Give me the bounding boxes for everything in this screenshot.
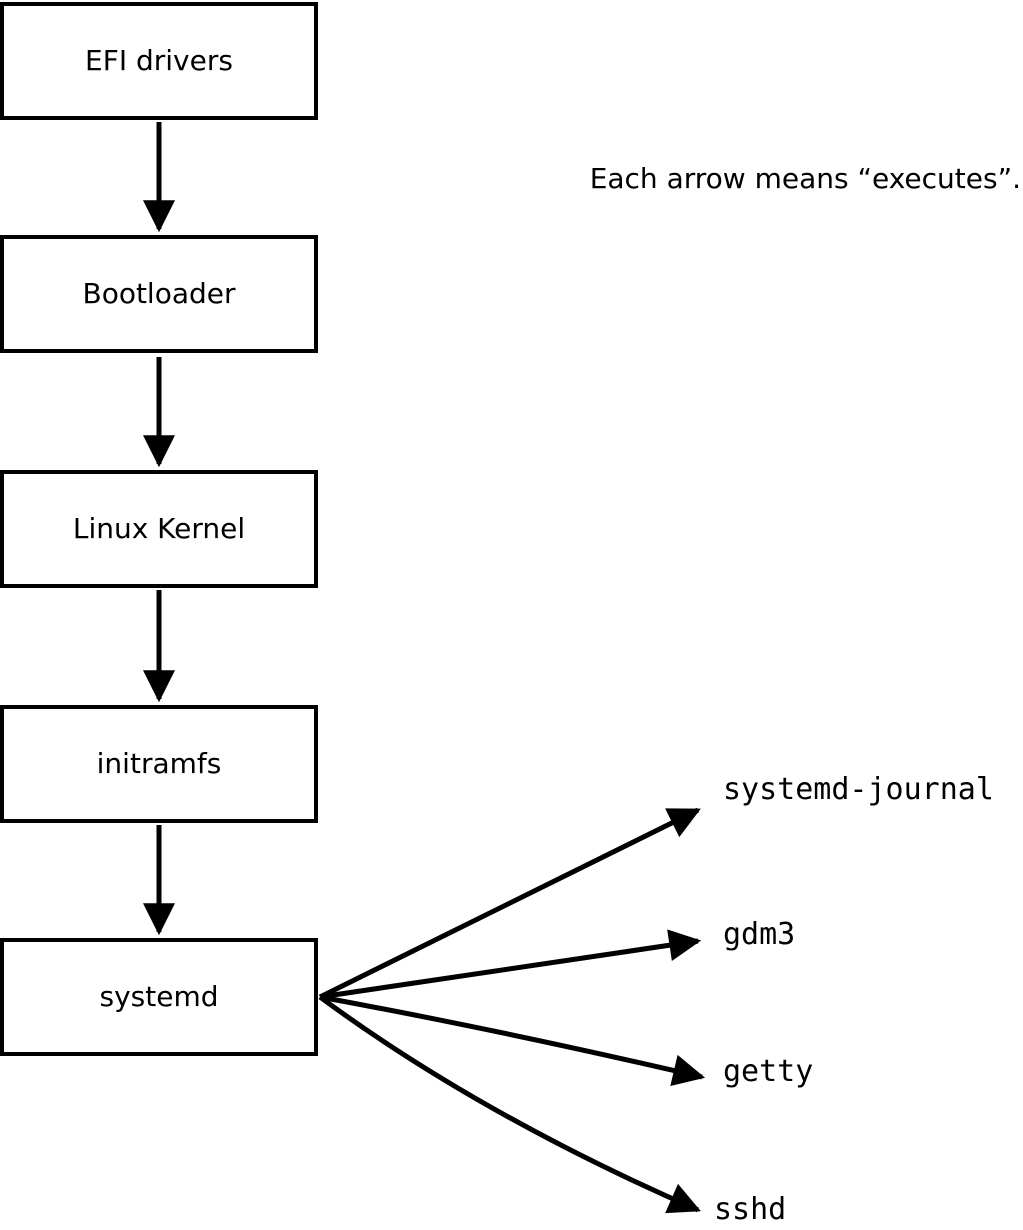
target-label-sshd: sshd xyxy=(714,1192,787,1227)
target-label-getty: getty xyxy=(723,1054,814,1089)
arrow-systemd-to-journal xyxy=(318,807,701,1000)
node-systemd: systemd xyxy=(0,938,318,1056)
arrow-meaning-note: Each arrow means “executes”. xyxy=(589,162,1021,195)
target-label-gdm3: gdm3 xyxy=(723,917,796,952)
arrow-systemd-to-gdm3 xyxy=(319,929,702,1000)
node-label-efi-drivers: EFI drivers xyxy=(85,44,233,77)
node-label-linux-kernel: Linux Kernel xyxy=(72,512,246,545)
node-linux-kernel: Linux Kernel xyxy=(0,470,318,588)
arrow-systemd-to-getty xyxy=(319,994,706,1087)
node-label-systemd: systemd xyxy=(99,980,219,1013)
node-label-initramfs: initramfs xyxy=(96,747,222,780)
node-efi-drivers: EFI drivers xyxy=(0,2,318,120)
node-label-bootloader: Bootloader xyxy=(82,277,236,310)
target-label-systemd-journal: systemd-journal xyxy=(723,772,994,807)
node-initramfs: initramfs xyxy=(0,705,318,823)
arrow-systemd-to-sshd xyxy=(318,994,701,1214)
node-bootloader: Bootloader xyxy=(0,235,318,353)
